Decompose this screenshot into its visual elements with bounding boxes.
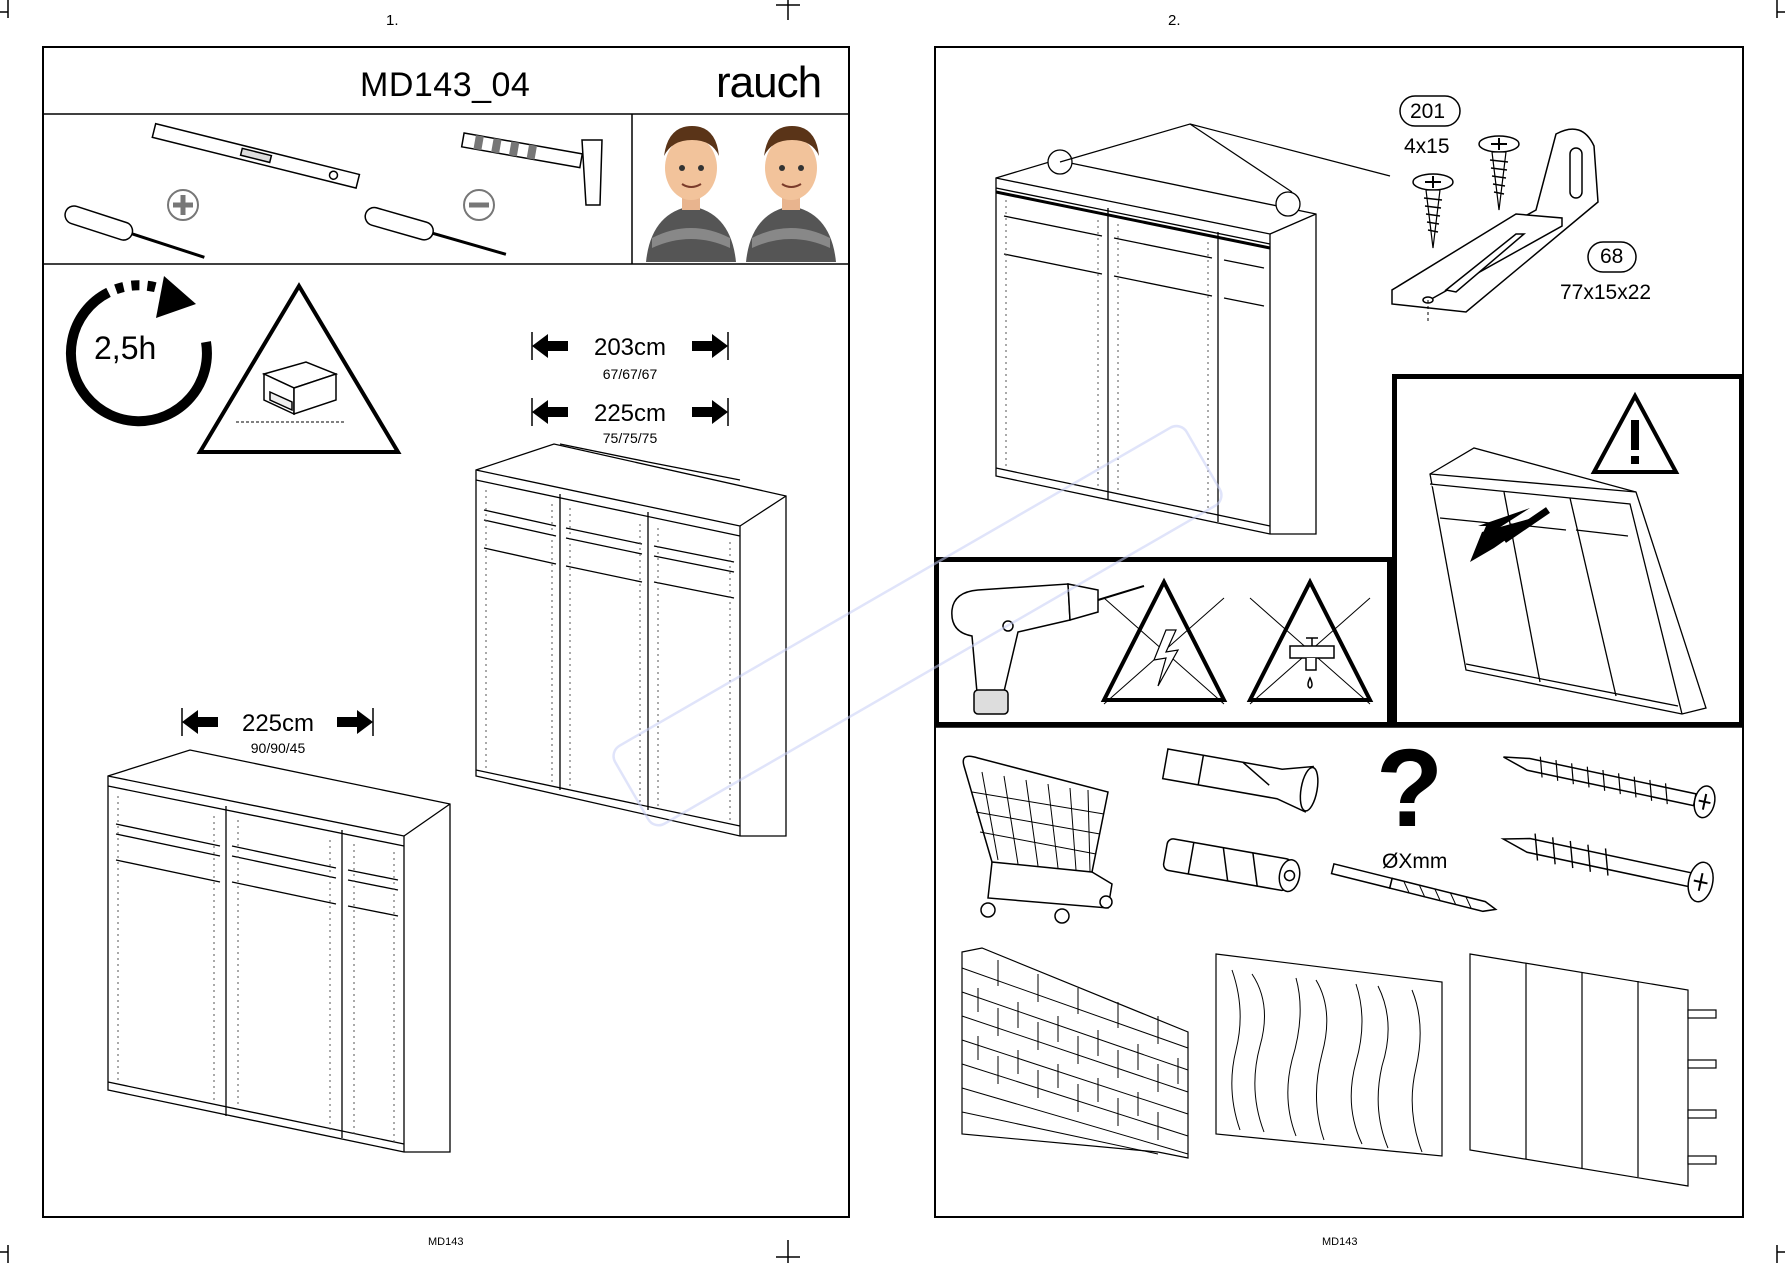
dimension-arrows-2 [531,398,729,426]
angle-bracket-icon [1391,128,1599,322]
dimension-split: 67/67/67 [602,366,658,382]
part-68-id: 68 [1600,245,1624,268]
wood-screw-icon [1503,756,1716,819]
part-id-bubble [1587,241,1637,273]
plasterboard-wall-icon [1469,953,1717,1187]
wood-panel-wall-icon [1215,953,1443,1157]
dimension-split: 90/90/45 [250,740,306,756]
screw-icon [1478,135,1520,211]
screw-icon [1412,173,1454,249]
duration-label: 2,5h [94,330,157,366]
wall-plug-icon [1162,838,1301,893]
page-2-footer: MD143 [1322,1236,1358,1248]
dimension-width: 225cm [241,710,315,737]
dimension-width: 203cm [593,334,667,361]
no-electric-cable-warning-icon [1100,577,1228,705]
tilt-warning-panel [1392,374,1744,727]
page-number-2: 2. [1168,12,1181,29]
shopping-cart-icon [962,755,1113,924]
part-201-id: 201 [1410,100,1446,123]
wood-screw-icon [1500,833,1714,903]
assembler-person-icon [646,126,736,262]
time-circle-icon [65,276,212,427]
dimension-arrows-3 [181,708,374,736]
brand-logo: rauch [716,58,822,107]
page-number-1: 1. [386,12,399,29]
exclamation-warning-icon [1590,391,1680,474]
question-mark: ? [1376,727,1444,850]
phillips-screwdriver-icon [64,205,205,259]
no-water-pipe-warning-icon [1246,577,1374,705]
flat-screwdriver-icon [364,206,507,256]
minus-circle-icon [463,189,495,221]
dimension-width: 225cm [593,400,667,427]
drill-bit-icon [1330,862,1498,913]
wall-plug-icon [1161,748,1319,813]
dimension-arrows-1 [531,332,729,360]
spirit-level-icon [151,122,361,189]
two-person-warning-icon [196,282,402,454]
manual-title: MD143_04 [360,66,531,104]
hammer-icon [460,132,603,206]
part-id-bubble [1399,95,1461,127]
assembler-person-icon [746,126,836,262]
page-1-footer: MD143 [428,1236,464,1248]
plus-circle-icon [167,189,199,221]
wardrobe-wide-door-drawing [107,749,451,1153]
part-68-size: 77x15x22 [1560,281,1652,304]
part-201-size: 4x15 [1404,135,1450,158]
drill-diameter-label: ØXmm [1382,850,1448,873]
brick-wall-icon [961,947,1189,1159]
wardrobe-tilt-drawing [1429,447,1707,715]
